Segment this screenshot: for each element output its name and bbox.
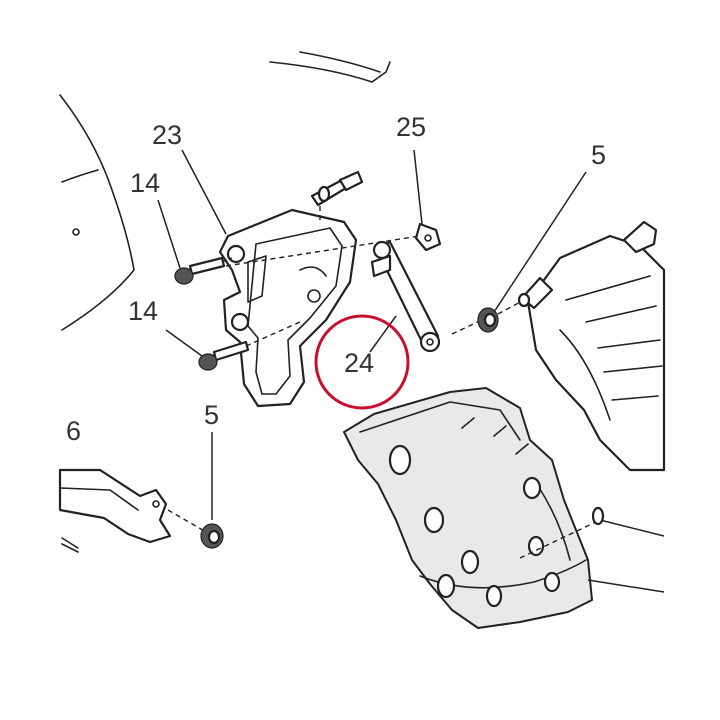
assembly-lines — [167, 235, 525, 533]
bracket-6 — [58, 468, 172, 553]
callout-5-bottom: 5 — [204, 400, 219, 430]
upper-body-panel — [269, 51, 391, 83]
leader-lines — [157, 149, 587, 520]
callout-5-top: 5 — [591, 140, 606, 170]
grommet-5-lower — [200, 523, 224, 549]
right-side-assembly — [517, 220, 666, 472]
callout-25: 25 — [396, 112, 426, 142]
shield-fastener-lines — [519, 506, 665, 593]
link-rod-24 — [370, 240, 441, 353]
highlight-circle — [314, 314, 410, 410]
callout-24: 24 — [344, 348, 374, 378]
clip-25 — [414, 222, 442, 252]
callout-6: 6 — [66, 416, 81, 446]
stud-bolt — [310, 170, 364, 222]
callout-14-bottom: 14 — [128, 296, 158, 326]
left-side-panel — [59, 94, 135, 331]
callout-23: 23 — [152, 120, 182, 150]
bracket-cover-23 — [218, 208, 358, 408]
callout-14-top: 14 — [130, 168, 160, 198]
screw-14-bottom — [198, 321, 301, 371]
screw-14-top — [174, 256, 233, 285]
shield-plate — [343, 387, 593, 629]
grommet-5-upper — [477, 307, 499, 333]
